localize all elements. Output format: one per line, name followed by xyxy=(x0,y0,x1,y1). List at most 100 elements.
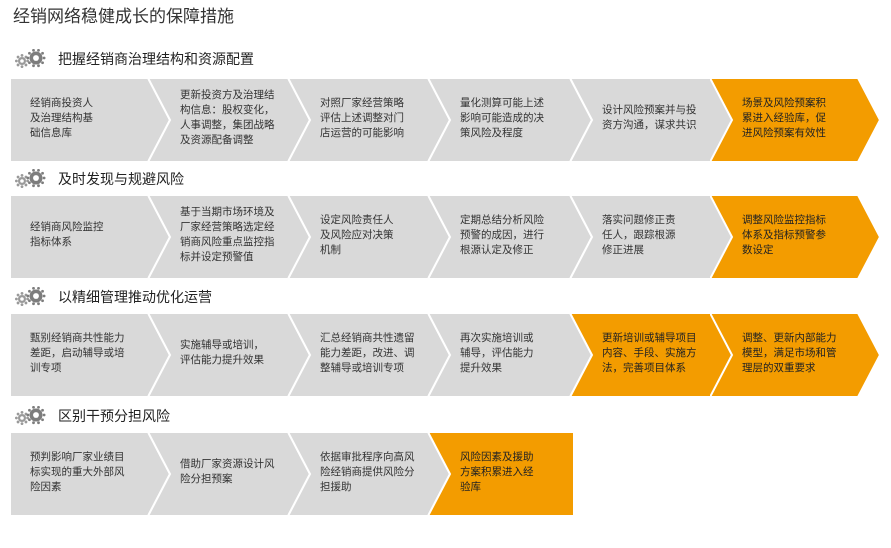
step-text: 汇总经销商共性遗留能力差距，改进、调整辅导或培训专项 xyxy=(320,331,415,376)
chevron-shape xyxy=(428,432,574,516)
step-text-line: 设计风险预案并与投 xyxy=(602,104,697,116)
step-text-line: 预警的成因，进行 xyxy=(460,228,544,241)
process-step: 调整、更新内部能力模型，满足市场和管理层的双重要求 xyxy=(710,313,880,397)
chevron-shape xyxy=(148,78,310,162)
process-step: 实施辅导或培训，评估能力提升效果 xyxy=(148,313,310,397)
process-step: 更新投资方及治理结构信息：股权变化，人事调整，集团战略及资源配备调整 xyxy=(148,78,310,162)
process-step: 落实问题修正责任人，跟踪根源修正进展 xyxy=(570,195,734,279)
step-text: 设定风险责任人及风险应对决策机制 xyxy=(320,213,394,258)
step-text-line: 内容、手段、实施方 xyxy=(602,346,697,359)
chevron-shape xyxy=(288,313,450,397)
step-text-line: 构信息：股权变化， xyxy=(180,104,275,116)
step-text-line: 经销商风险监控 xyxy=(30,221,104,233)
step-text: 实施辅导或培训，评估能力提升效果 xyxy=(180,338,264,368)
process-step: 风险因素及援助方案积累进入经验库 xyxy=(428,432,574,516)
step-text: 预判影响厂家业绩目标实现的重大外部风险因素 xyxy=(30,450,125,495)
step-text-line: 更新投资方及治理结 xyxy=(180,89,275,101)
step-text: 调整、更新内部能力模型，满足市场和管理层的双重要求 xyxy=(742,331,837,376)
gears-icon xyxy=(14,48,48,69)
step-text-line: 累进入经验库，促 xyxy=(742,111,826,124)
process-step: 再次实施培训或辅导，评估能力提升效果 xyxy=(428,313,592,397)
step-text: 再次实施培训或辅导，评估能力提升效果 xyxy=(460,331,534,376)
chevron-shape xyxy=(288,195,450,279)
chevron-shape xyxy=(710,313,880,397)
process-step: 设计风险预案并与投资方沟通，谋求共识 xyxy=(570,78,734,162)
step-text-line: 指标体系 xyxy=(30,236,72,248)
step-text-line: 实施辅导或培训， xyxy=(180,339,264,351)
step-text: 甄别经销商共性能力差距，启动辅导或培训专项 xyxy=(30,331,125,376)
step-text-line: 整辅导或培训专项 xyxy=(320,361,404,374)
step-text: 调整风险监控指标体系及指标预警参数设定 xyxy=(742,213,826,258)
step-text-line: 辅导，评估能力 xyxy=(460,346,534,359)
step-text-line: 础信息库 xyxy=(30,126,72,139)
chevron-shape xyxy=(570,195,734,279)
section-header-risk-sharing: 区别干预分担风险 xyxy=(14,405,170,427)
chevron-shape xyxy=(428,78,592,162)
step-text-line: 再次实施培训或 xyxy=(460,331,534,344)
section-title: 把握经销商治理结构和资源配置 xyxy=(58,52,254,68)
step-text: 定期总结分析风险预警的成因，进行根源认定及修正 xyxy=(460,213,544,258)
step-text-line: 对照厂家经营策略 xyxy=(320,96,404,109)
step-text-line: 甄别经销商共性能力 xyxy=(30,331,125,344)
chevron-shape xyxy=(710,195,880,279)
chevron-shape xyxy=(428,313,592,397)
step-text-line: 法，完善项目体系 xyxy=(602,361,686,374)
chevron-shape xyxy=(148,313,310,397)
step-text: 对照厂家经营策略评估上述调整对门店运营的可能影响 xyxy=(320,96,404,141)
step-text-line: 评估上述调整对门 xyxy=(320,111,404,124)
section-header-governance: 把握经销商治理结构和资源配置 xyxy=(14,48,254,70)
step-text-line: 汇总经销商共性遗留 xyxy=(320,331,415,344)
step-text-line: 调整、更新内部能力 xyxy=(742,331,837,344)
step-text-line: 资方沟通，谋求共识 xyxy=(602,119,697,131)
step-text: 设计风险预案并与投资方沟通，谋求共识 xyxy=(602,103,697,133)
step-text: 基于当期市场环境及厂家经营策略选定经销商风险重点监控指标并设定预警值 xyxy=(180,205,275,265)
step-text-line: 店运营的可能影响 xyxy=(320,126,404,139)
process-step: 依据审批程序向高风险经销商提供风险分担援助 xyxy=(288,432,450,516)
page-title: 经销网络稳健成长的保障措施 xyxy=(13,7,234,27)
step-text-line: 经销商投资人 xyxy=(30,96,93,109)
process-step: 汇总经销商共性遗留能力差距，改进、调整辅导或培训专项 xyxy=(288,313,450,397)
step-text-line: 人事调整，集团战略 xyxy=(180,119,275,131)
process-step: 对照厂家经营策略评估上述调整对门店运营的可能影响 xyxy=(288,78,450,162)
step-text-line: 预判影响厂家业绩目 xyxy=(30,450,125,463)
step-text-line: 体系及指标预警参 xyxy=(742,228,826,241)
process-step: 场景及风险预案积累进入经验库，促进风险预案有效性 xyxy=(710,78,880,162)
section-title: 及时发现与规避风险 xyxy=(58,172,184,188)
step-text: 量化测算可能上述影响可能造成的决策风险及程度 xyxy=(460,96,544,141)
chevron-shape xyxy=(148,195,310,279)
step-text-line: 差距，启动辅导或培 xyxy=(30,346,125,359)
step-text-line: 策风险及程度 xyxy=(460,126,523,139)
step-text-line: 量化测算可能上述 xyxy=(460,96,544,109)
step-text-line: 更新培训或辅导项目 xyxy=(602,331,697,344)
process-step: 经销商风险监控指标体系 xyxy=(10,195,170,279)
chevron-shape xyxy=(148,432,310,516)
step-text-line: 险分担预案 xyxy=(180,473,233,485)
step-text-line: 提升效果 xyxy=(460,361,502,374)
step-text-line: 依据审批程序向高风 xyxy=(320,450,415,463)
step-text-line: 理层的双重要求 xyxy=(742,361,816,374)
gears-icon xyxy=(14,405,48,426)
step-text: 经销商风险监控指标体系 xyxy=(30,220,104,250)
step-text-line: 能力差距，改进、调 xyxy=(320,346,415,359)
step-text-line: 训专项 xyxy=(30,361,62,374)
process-step: 基于当期市场环境及厂家经营策略选定经销商风险重点监控指标并设定预警值 xyxy=(148,195,310,279)
process-step: 预判影响厂家业绩目标实现的重大外部风险因素 xyxy=(10,432,170,516)
step-text-line: 设定风险责任人 xyxy=(320,213,394,226)
step-text-line: 险经销商提供风险分 xyxy=(320,465,415,478)
step-text-line: 数设定 xyxy=(742,243,774,256)
step-text-line: 修正进展 xyxy=(602,243,644,256)
step-text-line: 厂家经营策略选定经 xyxy=(180,221,275,233)
step-text: 更新投资方及治理结构信息：股权变化，人事调整，集团战略及资源配备调整 xyxy=(180,88,275,148)
section-header-risk-detection: 及时发现与规避风险 xyxy=(14,168,184,190)
step-text-line: 借助厂家资源设计风 xyxy=(180,458,275,470)
step-text-line: 机制 xyxy=(320,243,341,256)
step-text-line: 销商风险重点监控指 xyxy=(180,236,275,248)
step-text-line: 方案积累进入经 xyxy=(460,465,534,478)
step-text-line: 场景及风险预案积 xyxy=(742,96,826,109)
step-text: 经销商投资人及治理结构基础信息库 xyxy=(30,96,93,141)
step-text: 风险因素及援助方案积累进入经验库 xyxy=(460,450,534,495)
process-step: 经销商投资人及治理结构基础信息库 xyxy=(10,78,170,162)
step-text-line: 验库 xyxy=(460,480,481,493)
step-text: 依据审批程序向高风险经销商提供风险分担援助 xyxy=(320,450,415,495)
chevron-shape xyxy=(570,313,734,397)
